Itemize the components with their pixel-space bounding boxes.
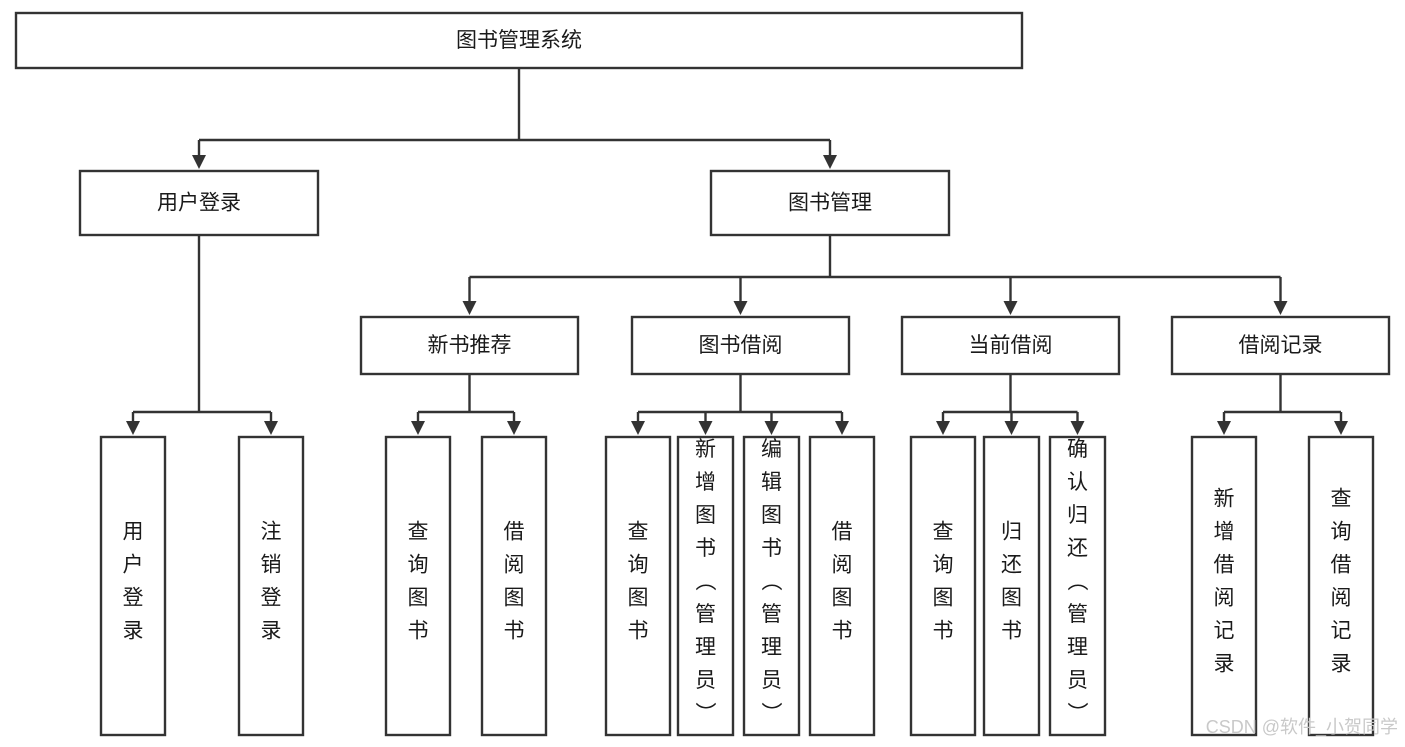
- node-l-query-book-rec-label: 查询图书: [408, 521, 429, 643]
- node-l-logout-login[interactable]: 注销登录: [237, 435, 305, 737]
- node-l-query-book-bb[interactable]: 查询图书: [604, 435, 672, 737]
- node-n-book-manage-label: 图书管理: [788, 192, 872, 215]
- node-l-query-book-bb-box[interactable]: [604, 435, 672, 737]
- node-l-borrow-book-rec[interactable]: 借阅图书: [480, 435, 548, 737]
- node-l-query-book-bb-label: 查询图书: [628, 521, 649, 643]
- node-l-borrow-book-bb-box[interactable]: [808, 435, 876, 737]
- node-l-confirm-return-cb-box[interactable]: [1048, 435, 1107, 737]
- node-l-user-login-label: 用户登录: [123, 521, 144, 643]
- node-root-label: 图书管理系统: [456, 29, 582, 52]
- node-l-confirm-return-cb-label: 确认归还（管理员）: [1067, 438, 1089, 725]
- node-l-user-login[interactable]: 用户登录: [99, 435, 167, 737]
- arrow-head-icon: [1273, 301, 1288, 315]
- arrow-head-icon: [126, 421, 140, 435]
- node-n-user-login-box[interactable]: [78, 169, 320, 237]
- node-l-borrow-book-bb[interactable]: 借阅图书: [808, 435, 876, 737]
- node-l-query-book-cb-label: 查询图书: [933, 521, 954, 643]
- node-l-borrow-book-rec-label: 借阅图书: [504, 521, 525, 643]
- arrow-head-icon: [411, 421, 425, 435]
- node-l-borrow-book-bb-label: 借阅图书: [832, 521, 853, 643]
- connectors-layer: [126, 68, 1348, 435]
- node-n-new-book-rec-label: 新书推荐: [428, 334, 512, 357]
- node-n-current-borrow[interactable]: 当前借阅: [900, 315, 1121, 376]
- node-l-add-record-br[interactable]: 新增借阅记录: [1190, 435, 1258, 737]
- node-l-add-book-bb[interactable]: 新增图书（管理员）: [676, 435, 735, 737]
- connector-group: [631, 374, 849, 435]
- node-l-add-book-bb-box[interactable]: [676, 435, 735, 737]
- node-root[interactable]: 图书管理系统: [14, 11, 1024, 70]
- node-n-book-borrow[interactable]: 图书借阅: [630, 315, 851, 376]
- node-root-box[interactable]: [14, 11, 1024, 70]
- node-n-user-login-label: 用户登录: [157, 192, 241, 215]
- arrow-head-icon: [264, 421, 278, 435]
- node-l-edit-book-bb[interactable]: 编辑图书（管理员）: [742, 435, 801, 737]
- node-l-query-record-br-label: 查询借阅记录: [1331, 488, 1352, 676]
- node-l-logout-login-box[interactable]: [237, 435, 305, 737]
- connector-group: [936, 374, 1085, 435]
- arrow-head-icon: [835, 421, 849, 435]
- node-l-query-record-br-box[interactable]: [1307, 435, 1375, 737]
- node-l-return-book-cb-box[interactable]: [982, 435, 1041, 737]
- node-l-edit-book-bb-label: 编辑图书（管理员）: [761, 438, 783, 725]
- node-l-return-book-cb-label: 归还图书: [1001, 521, 1022, 643]
- arrow-head-icon: [1003, 301, 1018, 315]
- arrow-head-icon: [698, 421, 713, 435]
- arrow-head-icon: [1004, 421, 1019, 435]
- node-n-book-borrow-box[interactable]: [630, 315, 851, 376]
- connector-group: [462, 235, 1288, 315]
- arrow-head-icon: [1217, 421, 1231, 435]
- node-l-query-book-rec[interactable]: 查询图书: [384, 435, 452, 737]
- node-l-add-record-br-box[interactable]: [1190, 435, 1258, 737]
- node-n-borrow-record[interactable]: 借阅记录: [1170, 315, 1391, 376]
- node-l-edit-book-bb-box[interactable]: [742, 435, 801, 737]
- arrow-head-icon: [1334, 421, 1348, 435]
- arrow-head-icon: [507, 421, 521, 435]
- node-n-borrow-record-label: 借阅记录: [1239, 334, 1323, 357]
- connector-group: [411, 374, 521, 435]
- node-l-user-login-box[interactable]: [99, 435, 167, 737]
- node-n-book-manage-box[interactable]: [709, 169, 951, 237]
- node-n-new-book-rec[interactable]: 新书推荐: [359, 315, 580, 376]
- node-l-add-book-bb-label: 新增图书（管理员）: [695, 438, 717, 725]
- node-l-return-book-cb[interactable]: 归还图书: [982, 435, 1041, 737]
- node-n-book-borrow-label: 图书借阅: [699, 334, 783, 357]
- arrow-head-icon: [823, 155, 837, 169]
- node-l-confirm-return-cb[interactable]: 确认归还（管理员）: [1048, 435, 1107, 737]
- arrow-head-icon: [192, 155, 206, 169]
- arrow-head-icon: [936, 421, 950, 435]
- node-l-query-book-cb[interactable]: 查询图书: [909, 435, 977, 737]
- nodes-layer: 图书管理系统用户登录图书管理新书推荐图书借阅当前借阅借阅记录用户登录注销登录查询…: [14, 11, 1391, 737]
- node-n-user-login[interactable]: 用户登录: [78, 169, 320, 237]
- node-n-new-book-rec-box[interactable]: [359, 315, 580, 376]
- arrow-head-icon: [1070, 421, 1085, 435]
- node-l-borrow-book-rec-box[interactable]: [480, 435, 548, 737]
- watermark-label: CSDN @软件_小贺同学: [1206, 717, 1398, 738]
- node-l-query-book-cb-box[interactable]: [909, 435, 977, 737]
- arrow-head-icon: [764, 421, 779, 435]
- arrow-head-icon: [462, 301, 477, 315]
- node-n-borrow-record-box[interactable]: [1170, 315, 1391, 376]
- node-l-query-record-br[interactable]: 查询借阅记录: [1307, 435, 1375, 737]
- node-n-book-manage[interactable]: 图书管理: [709, 169, 951, 237]
- arrow-head-icon: [631, 421, 645, 435]
- node-n-current-borrow-label: 当前借阅: [969, 334, 1053, 357]
- node-l-logout-login-label: 注销登录: [261, 521, 282, 643]
- connector-group: [192, 68, 837, 169]
- node-l-add-record-br-label: 新增借阅记录: [1214, 488, 1235, 676]
- node-n-current-borrow-box[interactable]: [900, 315, 1121, 376]
- arrow-head-icon: [733, 301, 748, 315]
- node-l-query-book-rec-box[interactable]: [384, 435, 452, 737]
- connector-group: [1217, 374, 1348, 435]
- connector-group: [126, 235, 278, 435]
